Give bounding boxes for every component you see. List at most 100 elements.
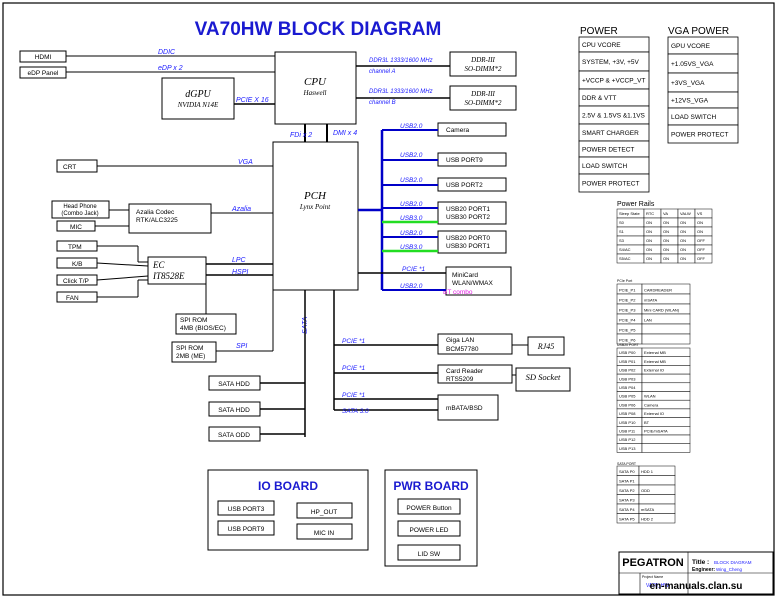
cpu-sub: Haswell — [303, 89, 327, 97]
rails-cell-text: RTC — [646, 211, 654, 216]
pcie-port-use: mSATA — [644, 298, 658, 303]
power-item-label: POWER PROTECT — [582, 181, 639, 188]
usb20-use-cell — [641, 434, 691, 444]
sata-port-name: SATA P4 — [619, 507, 635, 512]
usb-port0-line2: USB30 PORT1 — [446, 243, 490, 250]
project-value: VA70_HW — [646, 583, 669, 589]
crt-port: CRT VGA — [56, 159, 273, 173]
pwr-board-title: PWR BOARD — [393, 479, 469, 493]
usb20-use-cell — [641, 443, 691, 453]
card-reader-line1: Card Reader — [446, 368, 484, 375]
usb-port1-device: USB20 PORT1 USB30 PORT2 USB2.0 USB3.0 — [382, 201, 507, 225]
sata-port-use: mSATA — [641, 507, 655, 512]
spi-rom-bios-line1: SPI ROM — [180, 317, 207, 324]
spi-rom-me-line2: 2MB (ME) — [176, 353, 205, 360]
ddr-b-line1: DDR-III — [470, 90, 495, 98]
rails-cell-text: VALW — [680, 211, 691, 216]
pch-block — [272, 141, 359, 291]
power-item-label: 2.5V & 1.5VS &1.1VS — [582, 113, 646, 120]
rails-cell-text: VS — [697, 211, 703, 216]
rails-cell-text: ON — [646, 256, 652, 261]
usb20-port-name: USB P13 — [619, 446, 636, 451]
usb20-port-use: BT — [644, 420, 650, 425]
usb20-port-use: External MB — [644, 359, 666, 364]
minicard-line1: MiniCard — [452, 272, 478, 279]
audio-codec: Azalia Codec RTK/ALC3225 Azalia — [128, 203, 273, 234]
rails-cell-text: S1 — [619, 229, 625, 234]
usb20-use-cell — [641, 382, 691, 392]
pwr-power-led: POWER LED — [409, 527, 448, 534]
company-logo: PEGATRON — [622, 557, 684, 569]
pcie-use-cell — [641, 333, 691, 345]
fan-label: FAN — [66, 295, 79, 302]
usb-camera-label: Camera — [446, 127, 470, 134]
rails-cell-text: ON — [663, 247, 669, 252]
usb-port1-line1: USB20 PORT1 — [446, 206, 490, 213]
io-mic-in: MIC IN — [314, 530, 335, 537]
card-reader-bus: PCIE *1 — [342, 365, 366, 372]
ddr-channel-a: DDR-III SO-DIMM*2 DDR3L 1333/1600 MHz ch… — [356, 51, 517, 77]
rails-cell-text: OFF — [697, 247, 706, 252]
sata-port-use: ODD — [641, 488, 650, 493]
io-usb-port9: USB PORT9 — [228, 526, 265, 533]
ddr-a-bus: DDR3L 1333/1600 MHz — [369, 58, 433, 64]
bus-pcie16: PCIE X 16 — [236, 97, 269, 104]
rails-cell — [694, 253, 713, 264]
rails-cell-text: ON — [680, 256, 686, 261]
diagram-title: VA70HW BLOCK DIAGRAM — [195, 19, 442, 40]
pcie-port-name: PCIE_P5 — [619, 328, 636, 333]
pcie-port-use: CARDREADER — [644, 288, 672, 293]
vga-power-item-label: +12VS_VGA — [671, 98, 709, 105]
engineer-label: Engineer: — [692, 567, 715, 573]
ec-line1: EC — [152, 260, 165, 270]
rails-cell-text: S4/AC — [619, 247, 631, 252]
sata-port-name: SATA P5 — [619, 517, 635, 522]
dgpu-name: dGPU — [185, 89, 211, 100]
sata-port-name: SATA P0 — [619, 469, 635, 474]
usb20-use-cell — [641, 417, 691, 427]
usb-port1-line2: USB30 PORT2 — [446, 214, 490, 221]
pch-name: PCH — [303, 190, 327, 202]
bus-ddic: DDIC — [158, 49, 176, 56]
sata-hdd-2: SATA HDD — [208, 401, 305, 417]
usb-camera: Camera USB2.0 — [382, 122, 507, 137]
usb20-port-name: USB P03 — [619, 376, 636, 381]
usb-port1-bus3: USB3.0 — [400, 215, 423, 222]
ddr-channel-b: DDR-III SO-DIMM*2 DDR3L 1333/1600 MHz ch… — [356, 85, 517, 111]
bus-fdi: FDi x 2 — [290, 132, 312, 139]
spi-rom-me — [171, 341, 217, 363]
power-title: POWER — [580, 26, 618, 37]
headphone-line2: (Combo Jack) — [61, 211, 98, 217]
power-item-label: CPU VCORE — [582, 42, 621, 49]
vga-power-item-row — [667, 124, 739, 144]
sata-port-name: SATA P2 — [619, 488, 635, 493]
sata-use-cell — [638, 494, 676, 505]
usb-port1-bus: USB2.0 — [400, 201, 423, 208]
rails-cell-text: ON — [697, 229, 703, 234]
title-value: BLOCK DIAGRAM — [714, 560, 752, 565]
power-item-label: LOAD SWITCH — [582, 163, 627, 170]
card-reader-line2: RTS5209 — [446, 376, 474, 383]
usb20-port-name: USB P00 — [619, 350, 636, 355]
sata-hdd-1-label: SATA HDD — [218, 381, 250, 388]
ddr-b-channel: channel B — [369, 100, 396, 106]
usb-port2-label: USB PORT2 — [446, 182, 483, 189]
vga-power-item-label: +1.05VS_VGA — [671, 61, 714, 68]
vga-power-item-label: GPU VCORE — [671, 43, 711, 50]
watermark: en-manuals.clan.su — [650, 581, 743, 592]
pcie-port-use: Mini CARD (WLAN) — [644, 308, 680, 313]
sata-use-cell — [638, 513, 676, 524]
power-item-label: DDR & VTT — [582, 95, 616, 102]
rails-cell-text: OFF — [697, 256, 706, 261]
usb20-port-name: USB P05 — [619, 394, 636, 399]
usb20-port-use: External IO — [644, 368, 664, 373]
sata-use-cell — [638, 475, 676, 486]
msata-device: mBATA/BSD PCIE *1 SATA 3.0 — [334, 392, 499, 421]
usb-port2-device: USB PORT2 USB2.0 — [382, 177, 507, 192]
bus-edp: eDP x 2 — [158, 65, 183, 72]
rails-cell-text: S5/AC — [619, 256, 631, 261]
bus-lpc: LPC — [232, 257, 247, 264]
